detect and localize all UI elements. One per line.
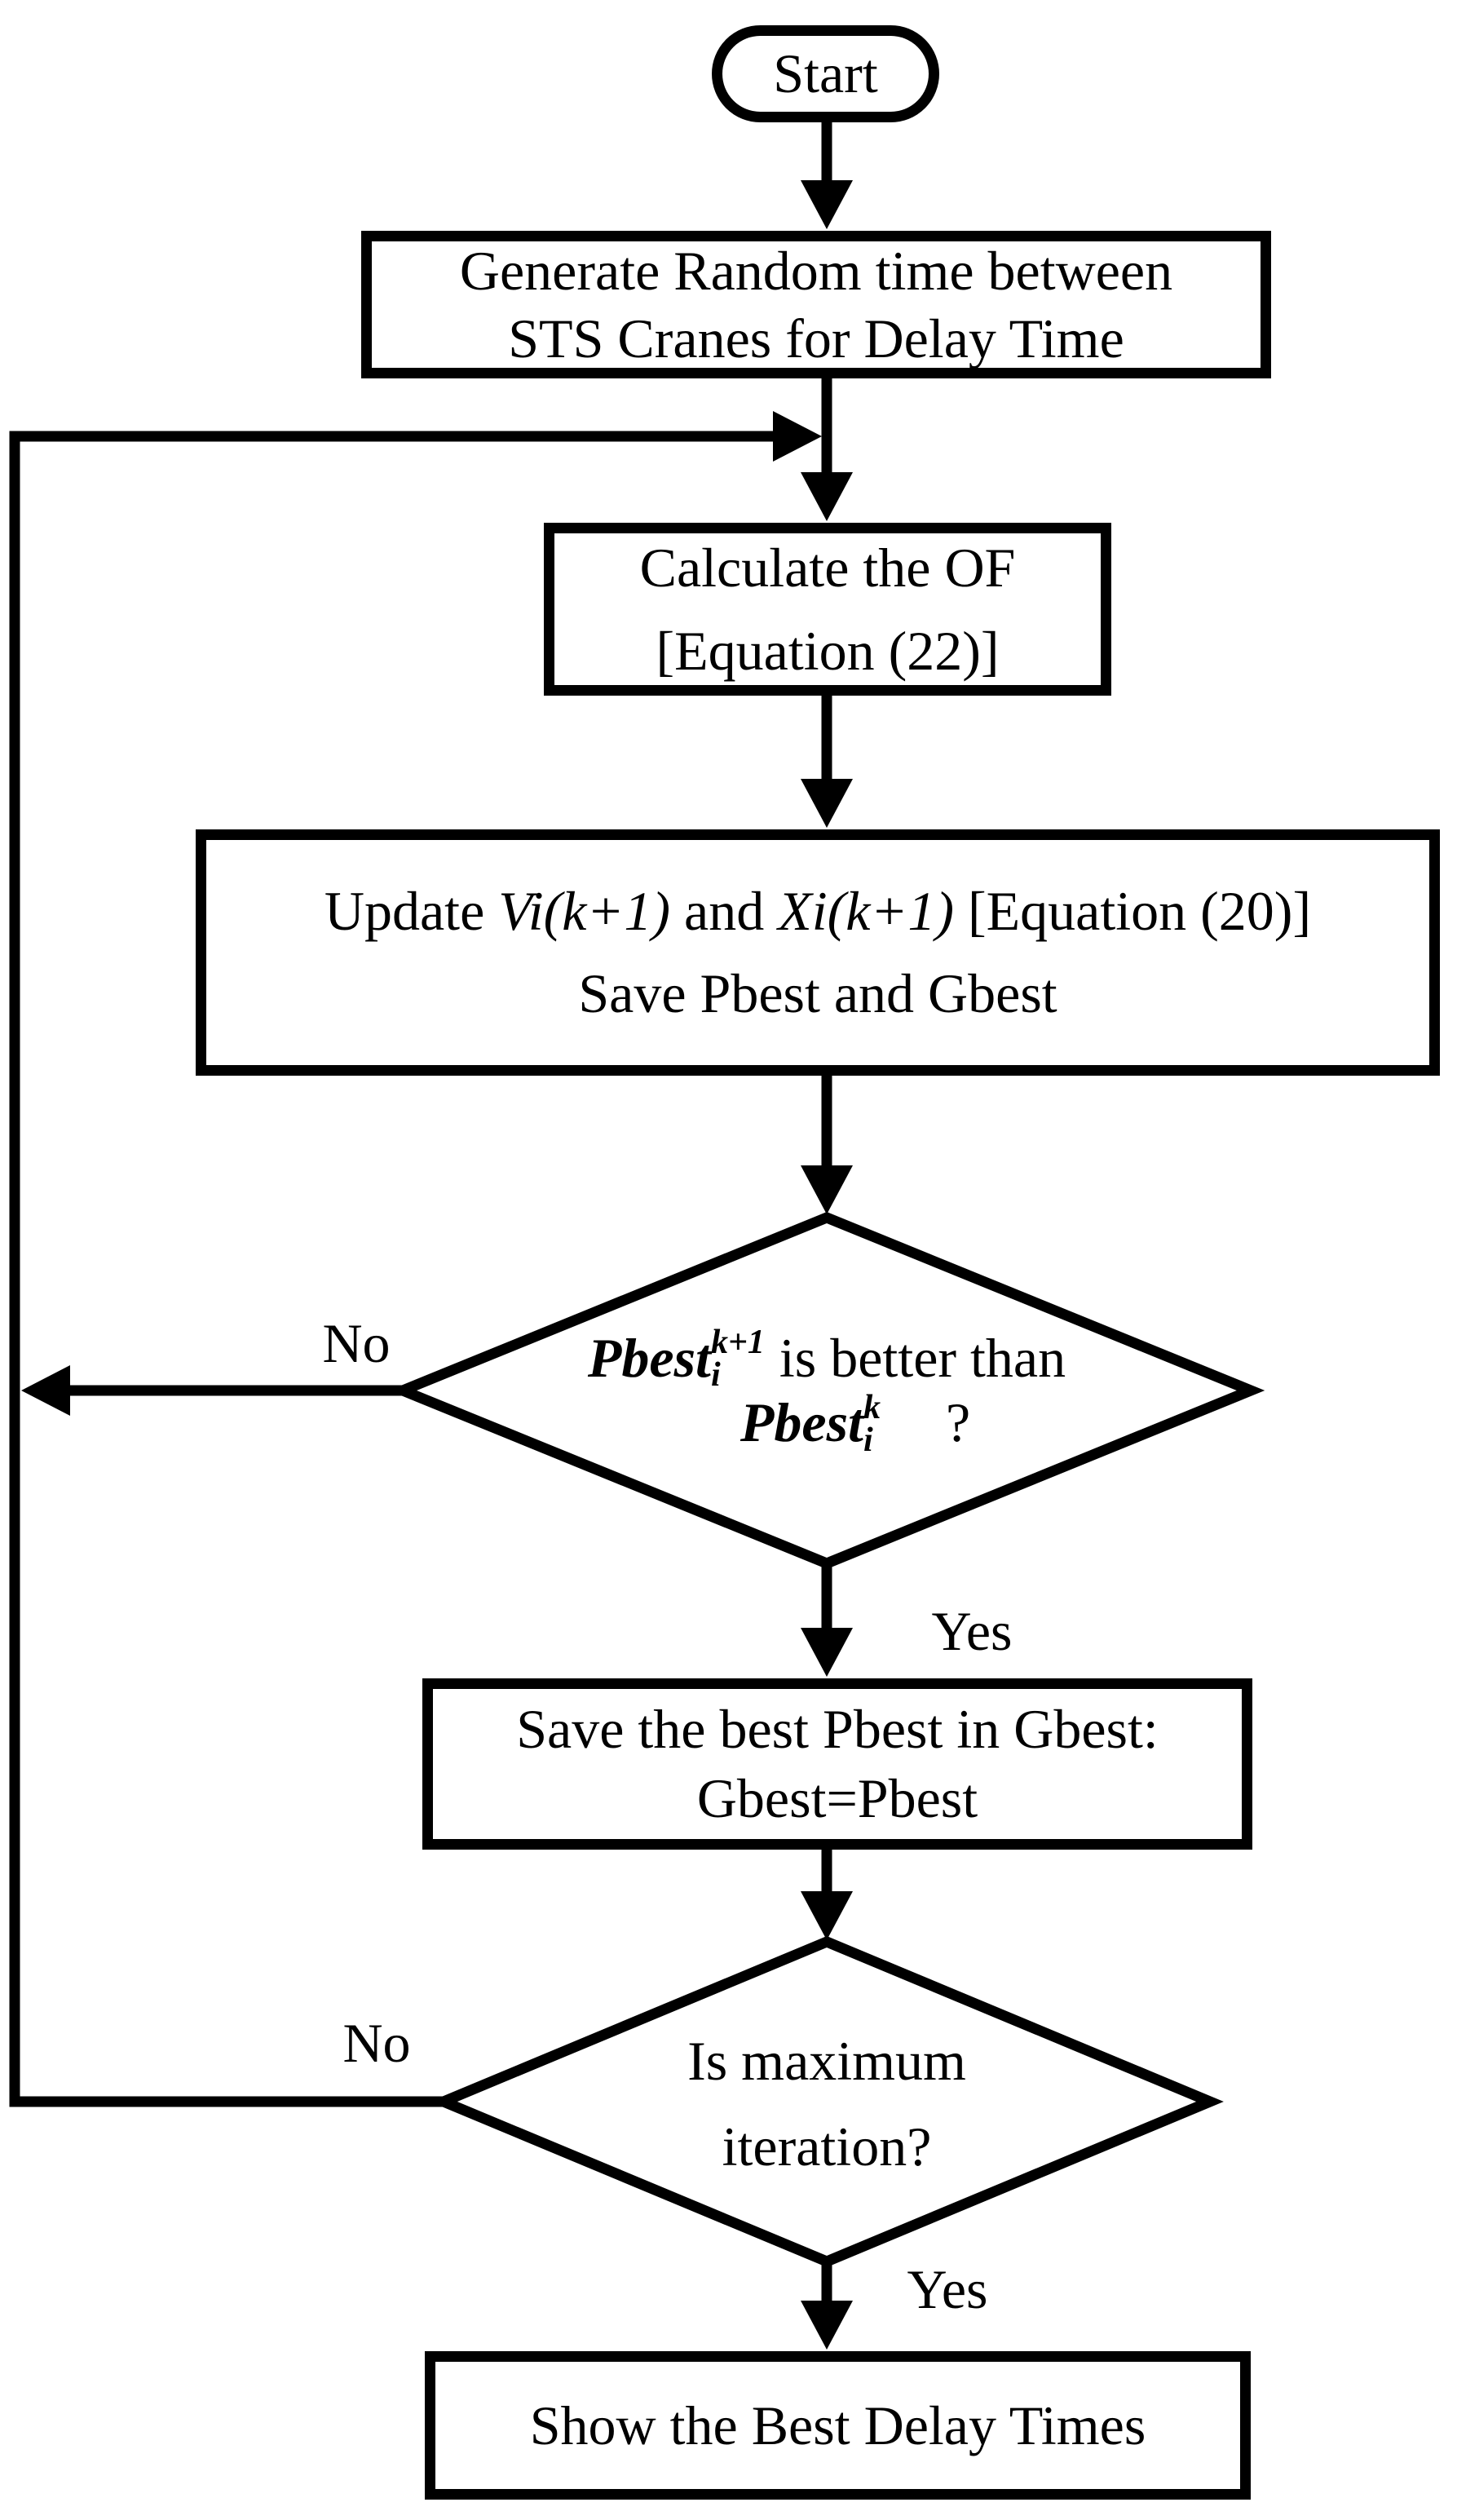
node-update-velocity-position: Update Vi(k+1) and Xi(k+1) [Equation (20… bbox=[196, 829, 1440, 1076]
decision-iteration-line2: iteration? bbox=[722, 2115, 932, 2177]
pbest-sup-1: k+1 bbox=[710, 1324, 765, 1362]
pbest-sup-2: k bbox=[863, 1389, 881, 1426]
generate-line1: Generate Random time between bbox=[459, 239, 1173, 302]
arrowhead-into-update bbox=[801, 779, 853, 828]
node-save-gbest: Save the best Pbest in Gbest: Gbest=Pbes… bbox=[422, 1678, 1252, 1850]
label-no-decision1: No bbox=[322, 1311, 391, 1374]
save-gbest-line2: Gbest=Pbest bbox=[696, 1767, 978, 1829]
save-gbest-line1: Save the best Pbest in Gbest: bbox=[516, 1698, 1159, 1760]
generate-line2: STS Cranes for Delay Time bbox=[508, 307, 1124, 369]
arrowhead-feedback-right bbox=[773, 411, 822, 462]
pbest-base-2: Pbest bbox=[740, 1391, 863, 1454]
decision-iteration-text: Is maximum iteration? bbox=[582, 1994, 1071, 2214]
pbest-sub-2: i bbox=[863, 1421, 873, 1459]
pbest-sub-1: i bbox=[710, 1356, 721, 1395]
arrowhead-into-show bbox=[801, 2301, 853, 2350]
connector-feedback-loop bbox=[9, 431, 775, 2107]
update-text-3: [Equation (20)] bbox=[954, 880, 1312, 943]
arrowhead-into-save bbox=[801, 1628, 853, 1677]
node-generate-random-time: Generate Random time between STS Cranes … bbox=[361, 231, 1271, 378]
decision-pbest-question: ? bbox=[945, 1391, 971, 1454]
start-label: Start bbox=[773, 42, 878, 104]
arrowhead-into-generate bbox=[801, 180, 853, 229]
update-text-2: and bbox=[670, 880, 779, 943]
show-label: Show the Best Delay Times bbox=[529, 2394, 1146, 2456]
decision-iteration-line1: Is maximum bbox=[687, 2029, 966, 2092]
update-line2: Save Pbest and Gbest bbox=[578, 962, 1057, 1024]
calculate-line2: [Equation (22)] bbox=[656, 620, 1000, 682]
update-xi-term: Xi(k+1) bbox=[778, 880, 954, 943]
update-text-1: Update bbox=[324, 880, 499, 943]
node-show-best-delay: Show the Best Delay Times bbox=[425, 2351, 1251, 2500]
arrowhead-into-calculate bbox=[801, 472, 853, 521]
label-no-decision2: No bbox=[342, 2011, 411, 2074]
arrowhead-no1-left bbox=[21, 1365, 70, 1416]
decision-pbest-rest: is better than bbox=[779, 1326, 1066, 1389]
arrowhead-into-decision1 bbox=[801, 1165, 853, 1214]
update-line1: Update Vi(k+1) and Xi(k+1) [Equation (20… bbox=[325, 870, 1311, 953]
update-vi-term: Vi(k+1) bbox=[498, 880, 671, 943]
diamond-decision-pbest bbox=[388, 1211, 1265, 1570]
label-yes-decision2: Yes bbox=[907, 2257, 988, 2320]
label-yes-decision1: Yes bbox=[931, 1599, 1013, 1662]
node-calculate-of: Calculate the OF [Equation (22)] bbox=[544, 523, 1111, 696]
calculate-line1: Calculate the OF bbox=[639, 537, 1016, 599]
pbest-base-1: Pbest bbox=[587, 1326, 711, 1389]
arrowhead-into-decision2 bbox=[801, 1891, 853, 1940]
node-start: Start bbox=[712, 25, 939, 122]
diamond-decision-iteration bbox=[430, 1935, 1224, 2268]
